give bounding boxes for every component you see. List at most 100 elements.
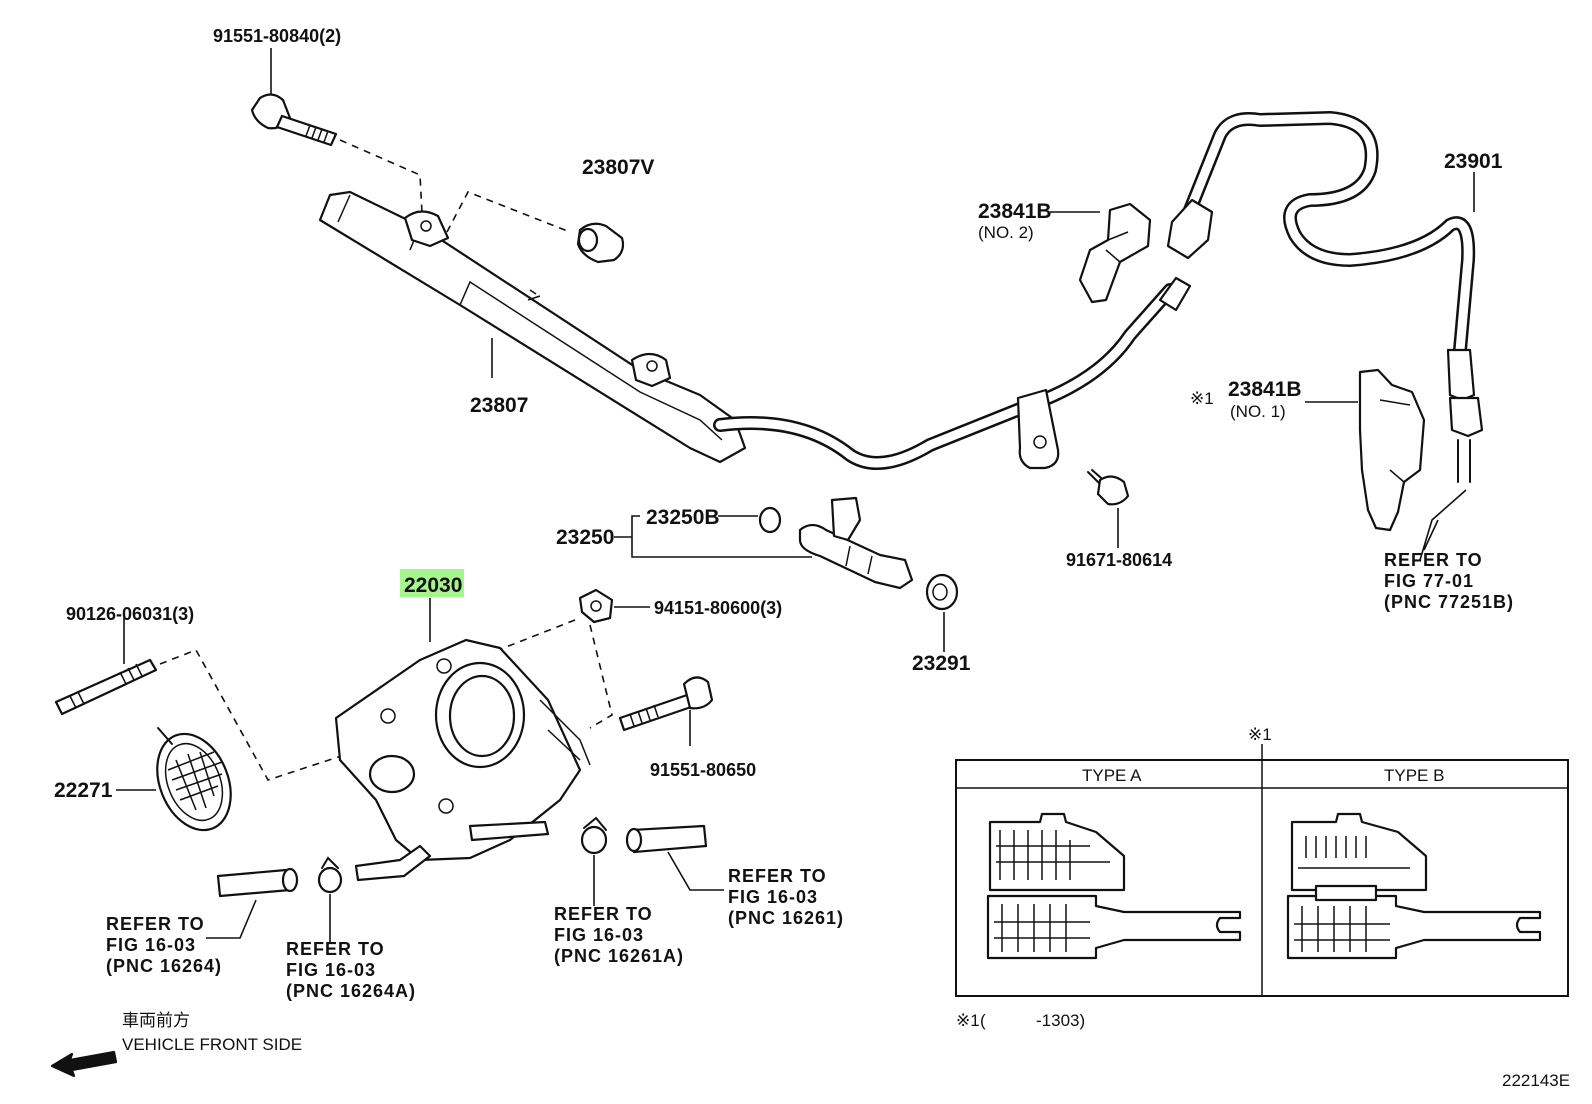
- conn-b-bottom: [1286, 894, 1542, 960]
- footnote-open: (: [980, 1011, 986, 1030]
- label-23901: 23901: [1444, 150, 1503, 173]
- clamp-no2-body: [1078, 202, 1152, 304]
- footnote: ※1 ( -1303): [956, 1011, 1085, 1030]
- mount-hole-3: [438, 798, 454, 814]
- injector-connector: [830, 496, 862, 542]
- delivery-pipe-23807[interactable]: [318, 190, 747, 464]
- ref-77-line3: (PNC 77251B): [1384, 592, 1514, 612]
- bolt-91671-head: [1096, 475, 1130, 506]
- highlight-22030: [400, 569, 464, 597]
- ref-16261-line2: FIG 16-03: [728, 887, 818, 907]
- label-22030: 22030: [404, 574, 462, 597]
- ref-fig-77-01[interactable]: REFER TO FIG 77-01 (PNC 77251B): [1384, 550, 1514, 612]
- throttle-nipple-1: [468, 820, 550, 842]
- pipe-bracket-hole-2: [646, 360, 658, 372]
- leader-ref-77: [1419, 489, 1467, 561]
- conn-b-bottom-grid: [1294, 906, 1390, 952]
- hose-inner: [1185, 113, 1473, 355]
- pipe-bracket-2: [630, 352, 672, 388]
- hose-end-pipe: [1457, 439, 1471, 483]
- ref-16264A-line2: FIG 16-03: [286, 960, 376, 980]
- fuel-tube-main[interactable]: [713, 276, 1192, 470]
- ref-16264-line3: (PNC 16264): [106, 956, 222, 976]
- mount-hole-1: [380, 708, 396, 724]
- nut-94151-80600[interactable]: [578, 588, 614, 624]
- bolt-80650-head: [682, 676, 714, 710]
- clamp-16261A[interactable]: [580, 816, 608, 855]
- vehicle-front-jp: 車両前方: [122, 1011, 190, 1030]
- insulator-end: [577, 227, 599, 253]
- conn-b-lock: [1314, 884, 1378, 902]
- bolt-91551-80840[interactable]: [250, 48, 338, 147]
- ref-fig-16-03-pnc-16261[interactable]: REFER TO FIG 16-03 (PNC 16261): [728, 866, 844, 928]
- stud-thread: [69, 663, 143, 709]
- ref-16261-line1: REFER TO: [728, 866, 827, 886]
- o-ring-23250B[interactable]: [758, 506, 782, 534]
- tube-clamp-bracket: [1016, 388, 1060, 470]
- footnote-mark: ※1: [956, 1011, 980, 1030]
- label-23841B-no1-mark: ※1: [1190, 389, 1214, 408]
- label-94151-80600: 94151-80600(3): [654, 598, 782, 618]
- ref-77-line2: FIG 77-01: [1384, 571, 1474, 591]
- leader-16261: [667, 851, 724, 891]
- stud-90126-06031[interactable]: [54, 658, 158, 716]
- tube-inner: [715, 285, 1175, 468]
- throttle-body-22030[interactable]: [334, 638, 591, 882]
- insulator-23291[interactable]: [925, 573, 959, 611]
- insulator-23291-ring: [925, 573, 959, 611]
- stud-shape: [54, 658, 158, 716]
- ref-fig-16-03-pnc-16261A[interactable]: REFER TO FIG 16-03 (PNC 16261A): [554, 904, 684, 966]
- bolt-80650-thread: [629, 704, 659, 727]
- ref-16261A-line1: REFER TO: [554, 904, 653, 924]
- throttle-port: [368, 754, 416, 794]
- ref-fig-16-03-pnc-16264A[interactable]: REFER TO FIG 16-03 (PNC 16264A): [286, 939, 416, 1001]
- nut-hole: [590, 600, 602, 612]
- hose-16264-shape: [216, 868, 292, 898]
- bolt-thread: [305, 124, 329, 143]
- gasket-tab: [157, 727, 173, 745]
- fuel-injector-23250[interactable]: [798, 496, 914, 590]
- fuel-hose-23901[interactable]: [1166, 110, 1484, 483]
- hose-16264[interactable]: [216, 867, 299, 898]
- leader-16264: [206, 899, 257, 939]
- gasket-22271[interactable]: [144, 723, 245, 841]
- type-table-mark: ※1: [1248, 725, 1272, 744]
- clamp-no1-detail: [1379, 399, 1411, 483]
- conn-a-bottom: [986, 894, 1242, 960]
- pipe-detail: [527, 289, 541, 301]
- ref-fig-16-03-pnc-16264[interactable]: REFER TO FIG 16-03 (PNC 16264): [106, 914, 222, 976]
- conn-b-top: [1290, 812, 1428, 892]
- gasket-inner: [164, 742, 224, 822]
- figure-code: 222143E: [1502, 1071, 1570, 1090]
- conn-a-bottom-grid: [994, 904, 1090, 952]
- connector-type-a-image: [986, 812, 1242, 960]
- dash-guide-bolt: [339, 139, 424, 233]
- insulator-23291-hole: [932, 583, 948, 601]
- type-a-header: TYPE A: [1082, 766, 1142, 785]
- bolt-91551-80650[interactable]: [618, 676, 714, 732]
- dash-guide-insulator: [446, 190, 571, 233]
- label-23250: 23250: [556, 526, 614, 549]
- clamp-23841B-no1[interactable]: [1358, 368, 1426, 532]
- clamp-16264A[interactable]: [317, 856, 343, 894]
- nut-shape: [578, 588, 614, 624]
- ref-16261A-line2: FIG 16-03: [554, 925, 644, 945]
- label-23291: 23291: [912, 652, 971, 675]
- dash-guide-stud: [159, 649, 391, 781]
- clamp-16261A-tab: [583, 816, 607, 831]
- connector-type-table: ※1 TYPE A TYPE B: [955, 725, 1569, 997]
- injector-body: [798, 523, 914, 590]
- pipe-bracket-hole-1: [420, 220, 432, 232]
- hose-16261[interactable]: [625, 824, 708, 854]
- bolt-91671-80614[interactable]: [1087, 469, 1130, 506]
- ref-16261-line3: (PNC 16261): [728, 908, 844, 928]
- pipe-body: [318, 190, 747, 464]
- insulator-23807V[interactable]: [576, 222, 625, 264]
- hose-outer: [1183, 110, 1476, 357]
- label-23250B: 23250B: [646, 506, 720, 529]
- type-b-header: TYPE B: [1384, 766, 1444, 785]
- label-91551-80650: 91551-80650: [650, 760, 756, 780]
- clamp-23841B-no2[interactable]: [1078, 202, 1152, 304]
- gasket-mesh: [167, 751, 223, 811]
